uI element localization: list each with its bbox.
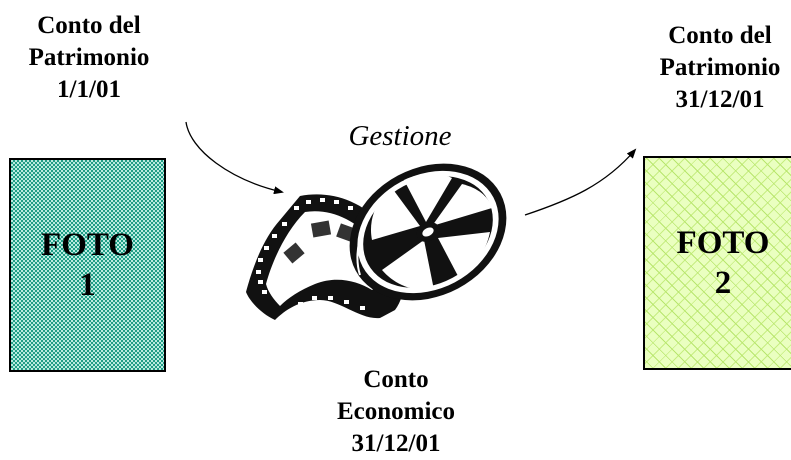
photo-box-1: FOTO 1 [9,158,166,372]
left-account-line3: 1/1/01 [57,76,121,103]
left-account-label: Conto del Patrimonio 1/1/01 [0,10,178,106]
right-account-label: Conto del Patrimonio 31/12/01 [620,20,791,116]
right-account-line1: Conto del [668,22,772,49]
film-reel-icon [246,163,507,320]
photo-2-line2: 2 [714,265,732,301]
bottom-account-line3: 31/12/01 [351,430,441,457]
arrow-left-to-reel [185,121,284,195]
arrow-reel-to-right [524,148,637,216]
bottom-account-line1: Conto [363,366,429,393]
left-account-line1: Conto del [37,12,141,39]
photo-1-line2: 1 [79,267,96,303]
bottom-account-label: Conto Economico 31/12/01 [306,364,486,460]
bottom-account-line2: Economico [336,398,456,425]
right-account-line3: 31/12/01 [675,86,765,113]
photo-2-line1: FOTO [676,225,770,261]
process-label: Gestione [348,120,452,152]
photo-box-2: FOTO 2 [643,156,791,370]
left-account-line2: Patrimonio [28,44,150,71]
photo-1-line1: FOTO [41,227,134,263]
right-account-line2: Patrimonio [659,54,781,81]
